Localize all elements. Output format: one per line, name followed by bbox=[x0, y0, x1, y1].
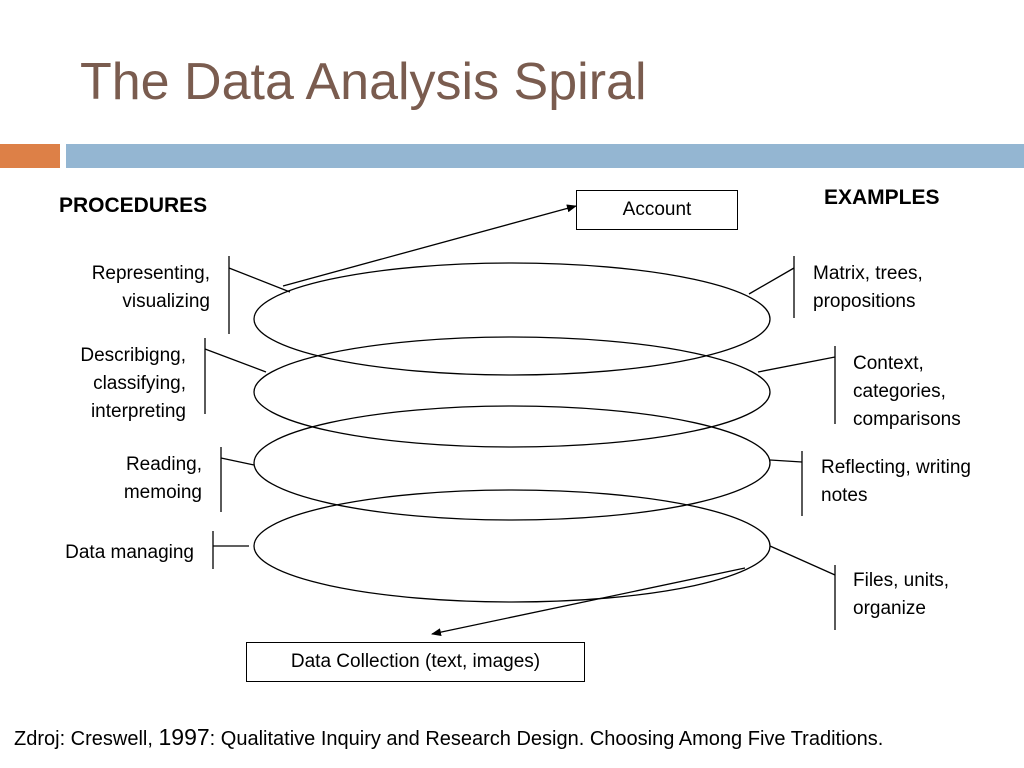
spiral-loop-4 bbox=[253, 489, 771, 603]
spiral-loop-1 bbox=[253, 262, 771, 376]
connector-procedure-2 bbox=[204, 348, 267, 373]
procedure-reading: Reading, memoing bbox=[123, 454, 202, 503]
example-reflecting: Reflecting, writing notes bbox=[821, 457, 971, 506]
arrow-to-account bbox=[282, 204, 577, 287]
procedure-representing: Representing, visualizing bbox=[91, 263, 210, 312]
example-context: Context, categories, comparisons bbox=[853, 353, 961, 430]
examples-heading: EXAMPLES bbox=[824, 186, 940, 209]
source-citation: Zdroj: Creswell, 1997: Qualitative Inqui… bbox=[14, 724, 883, 751]
account-box: Account bbox=[576, 190, 738, 230]
source-year: 1997 bbox=[158, 724, 210, 750]
example-files: Files, units, organize bbox=[853, 570, 950, 619]
connector-example-4 bbox=[769, 545, 836, 576]
procedure-data-managing: Data managing bbox=[65, 542, 194, 563]
example-matrix: Matrix, trees, propositions bbox=[813, 263, 923, 312]
header-bar bbox=[66, 144, 1024, 168]
connector-procedure-1 bbox=[228, 267, 291, 293]
arrow-to-data-collection bbox=[431, 567, 746, 637]
connector-procedure-3 bbox=[220, 457, 255, 466]
page-title: The Data Analysis Spiral bbox=[80, 53, 647, 111]
source-suffix: : Qualitative Inquiry and Research Desig… bbox=[209, 728, 884, 750]
connector-example-3 bbox=[769, 459, 803, 463]
connector-example-1 bbox=[748, 267, 795, 295]
spiral-loop-2 bbox=[253, 336, 771, 448]
connector-example-2 bbox=[757, 356, 836, 373]
spiral-loop-3 bbox=[253, 405, 771, 521]
procedure-describing: Describigng, classifying, interpreting bbox=[80, 345, 186, 422]
accent-bar bbox=[0, 144, 60, 168]
procedures-heading: PROCEDURES bbox=[59, 194, 208, 217]
data-collection-box: Data Collection (text, images) bbox=[246, 642, 585, 682]
source-prefix: Zdroj: Creswell, bbox=[14, 728, 159, 750]
